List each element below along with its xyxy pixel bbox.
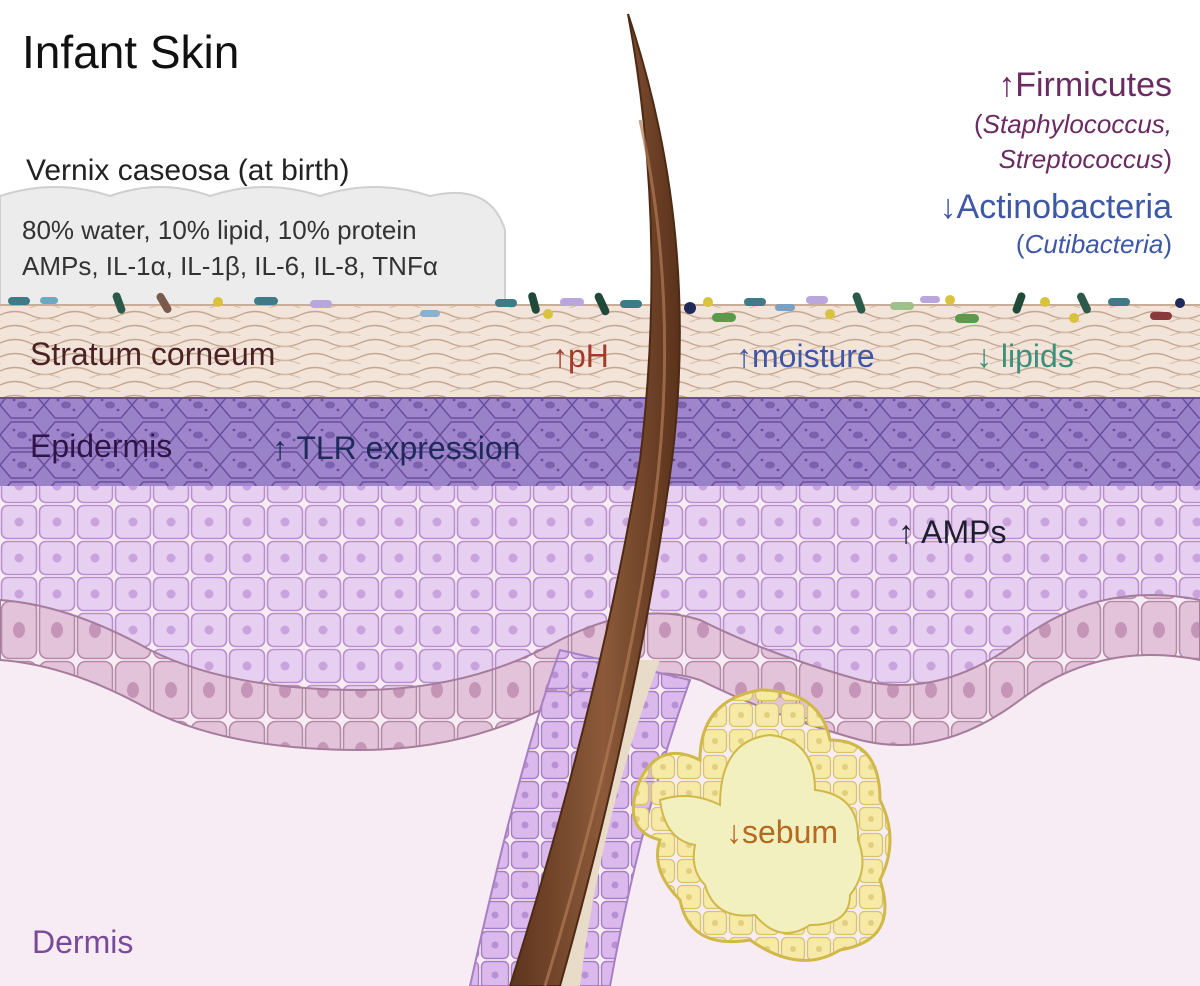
skin-microbes [8, 292, 1185, 323]
figure-title: Infant Skin [22, 26, 240, 78]
vernix-composition: 80% water, 10% lipid, 10% protein [22, 215, 417, 245]
firmicutes-genus-line-1: (Staphylococcus, [974, 109, 1172, 139]
vernix-factors: AMPs, IL-1α, IL-1β, IL-6, IL-8, TNFα [22, 251, 438, 281]
vernix-heading: Vernix caseosa (at birth) [26, 154, 350, 187]
lipids-change-label: ↓ lipids [976, 338, 1074, 374]
streptococcus-label: Streptococcus [998, 144, 1164, 174]
ph-change-label: ↑pH [552, 338, 609, 374]
cutibacteria-label: Cutibacteria [1024, 229, 1164, 259]
sebum-change-label: ↓sebum [726, 814, 839, 850]
firmicutes-label: ↑Firmicutes [998, 66, 1172, 104]
tlr-change-label: ↑ TLR expression [272, 430, 521, 466]
amps-change-label: ↑ AMPs [898, 514, 1007, 550]
actinobacteria-genus-line: (Cutibacteria) [1015, 229, 1172, 259]
epidermis-label: Epidermis [30, 428, 173, 464]
moisture-change-label: ↑moisture [736, 338, 875, 374]
vernix-caseosa [0, 186, 506, 316]
dermis-label: Dermis [32, 924, 134, 960]
staphylococcus-label: Staphylococcus, [982, 109, 1172, 139]
stratum-corneum-label: Stratum corneum [30, 336, 276, 372]
actinobacteria-label: ↓Actinobacteria [939, 188, 1172, 226]
firmicutes-genus-line-2: Streptococcus) [998, 144, 1172, 174]
hair-shaft [508, 13, 681, 986]
keratinocyte-layers [0, 486, 1200, 690]
